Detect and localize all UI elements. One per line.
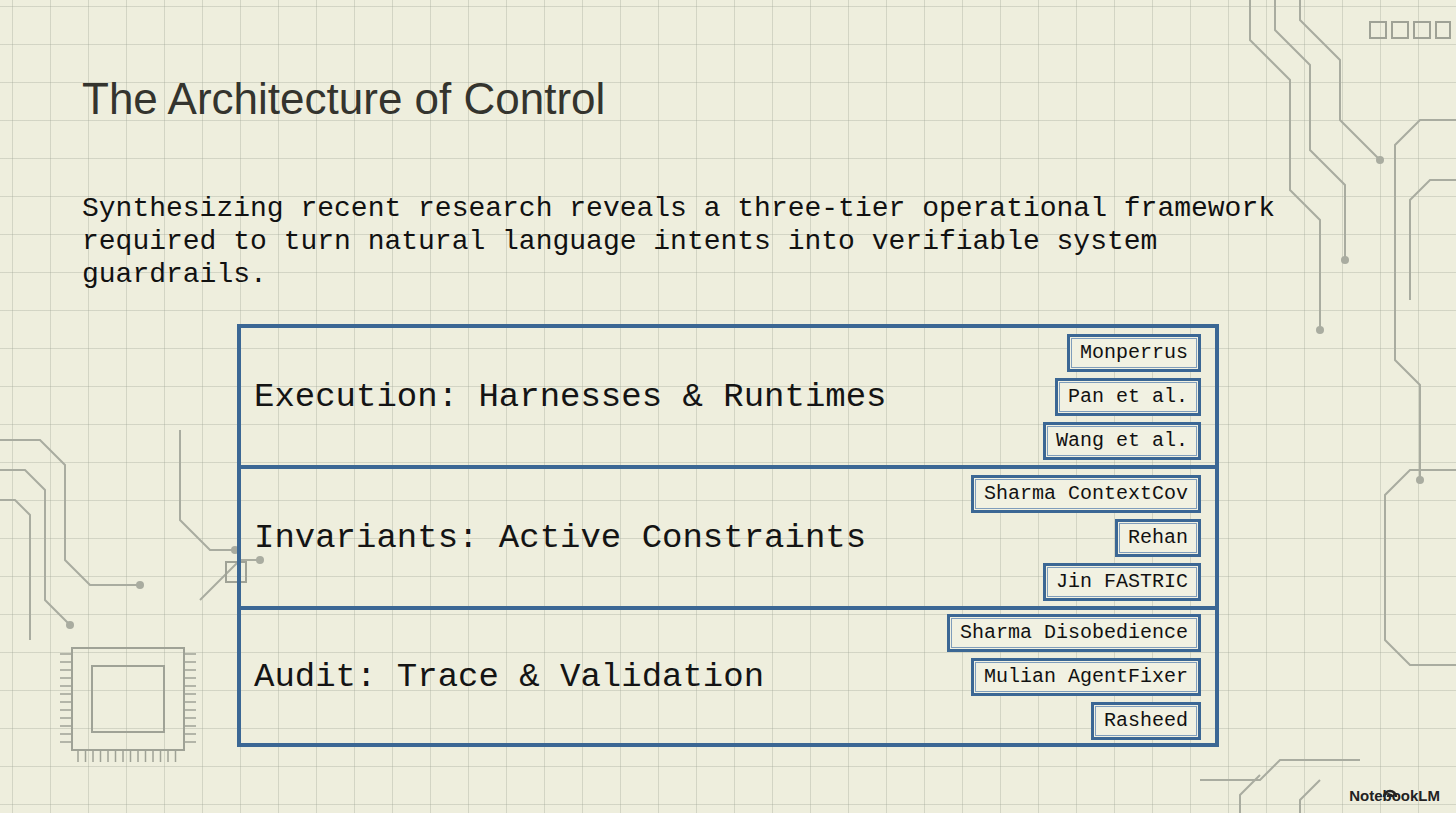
citation-tag: Sharma ContextCov xyxy=(971,475,1201,513)
citation-text: Wang et al. xyxy=(1056,429,1188,452)
tier-band: Audit: Trace & Validation Sharma Disobedi… xyxy=(241,606,1215,743)
frame: Execution: Harnesses & Runtimes Monperrus… xyxy=(237,324,1219,747)
citation-text: Mulian AgentFixer xyxy=(984,665,1188,688)
citation-tag: Monperrus xyxy=(1067,334,1201,372)
tier-title: Audit: Trace & Validation xyxy=(254,658,764,696)
citation-text: Monperrus xyxy=(1080,341,1188,364)
citation-tag: Sharma Disobedience xyxy=(947,614,1201,652)
citation-text: Sharma ContextCov xyxy=(984,482,1188,505)
citation-text: Sharma Disobedience xyxy=(960,621,1188,644)
tier-title: Invariants: Active Constraints xyxy=(254,519,866,557)
citation-text: Pan et al. xyxy=(1068,385,1188,408)
citation-tag: Wang et al. xyxy=(1043,422,1201,460)
tier-band: Invariants: Active Constraints Sharma Con… xyxy=(241,465,1215,606)
citation-text: Jin FASTRIC xyxy=(1056,570,1188,593)
citation-tag: Rasheed xyxy=(1091,702,1201,740)
title: The Architecture of Control xyxy=(82,74,605,124)
citation-tag: Jin FASTRIC xyxy=(1043,563,1201,601)
citation-text: Rasheed xyxy=(1104,709,1188,732)
citation-text: Rehan xyxy=(1128,526,1188,549)
citation-tag: Rehan xyxy=(1115,519,1201,557)
watermark: NotebookLM xyxy=(1349,787,1440,804)
tier-band: Execution: Harnesses & Runtimes Monperrus… xyxy=(241,328,1215,465)
subtitle: Synthesizing recent research reveals a t… xyxy=(82,192,1282,291)
tier-title: Execution: Harnesses & Runtimes xyxy=(254,378,887,416)
citation-tag: Mulian AgentFixer xyxy=(971,658,1201,696)
citation-tag: Pan et al. xyxy=(1055,378,1201,416)
